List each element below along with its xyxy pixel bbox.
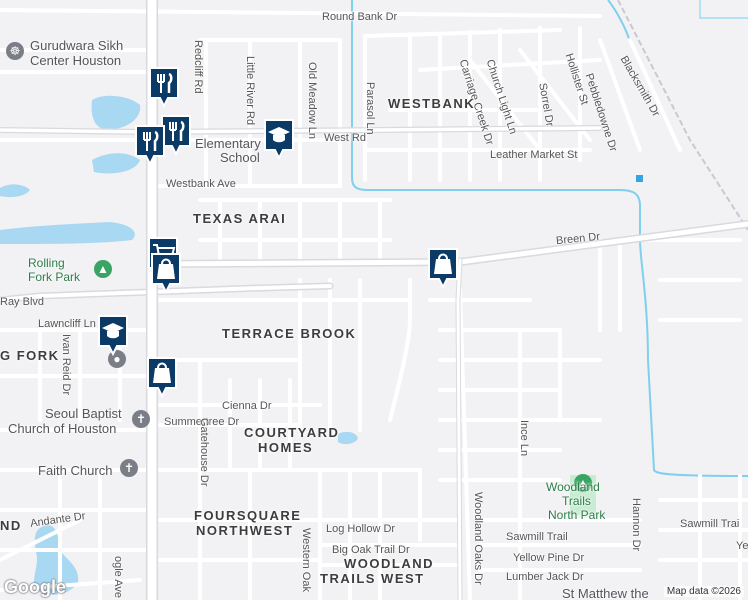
street-label-ray-blvd: Ray Blvd <box>0 296 45 308</box>
park-icon[interactable]: ▲ <box>94 260 112 278</box>
street-label-westbank-ave: Westbank Ave <box>166 178 236 190</box>
street-label-lawncliff: Lawncliff Ln <box>38 318 96 330</box>
poi-label-rolling-fork-line1[interactable]: Rolling <box>28 256 65 270</box>
poi-label-gurudwara-line1[interactable]: Gurudwara Sikh <box>30 38 124 53</box>
street-label-ince: Ince Ln <box>518 420 530 457</box>
neighborhood-label-westbank: WESTBANK <box>388 96 476 111</box>
poi-label-gurudwara-line2[interactable]: Center Houston <box>30 53 122 68</box>
poi-label-woodland-park-line2[interactable]: Trails <box>562 494 591 508</box>
poi-label-st-matthew[interactable]: St Matthew the <box>562 586 649 600</box>
transit-stop-marker <box>636 175 643 182</box>
pond-west-4 <box>0 222 135 244</box>
canal-north <box>607 0 631 43</box>
street-label-gatehouse: Gatehouse Dr <box>198 418 210 487</box>
pond-courtyard <box>338 431 358 445</box>
neighborhood-label-left-partial: ND <box>0 518 22 533</box>
google-logo[interactable]: Google <box>4 577 66 597</box>
neighborhood-label-woodland-line1: WOODLAND <box>344 556 434 571</box>
street-label-west-rd: West Rd <box>324 132 366 144</box>
place-of-worship-icon[interactable]: ☸ <box>6 42 24 60</box>
shopping-marker[interactable] <box>146 356 178 399</box>
street-label-western-oak: Western Oak <box>300 528 312 592</box>
neighborhood-label-woodland-line2: TRAILS WEST <box>320 571 425 586</box>
street-label-lumber-jack: Lumber Jack Dr <box>506 571 584 583</box>
pond-southwest <box>34 525 79 595</box>
canal-east <box>351 0 748 477</box>
poi-label-seoul-line1[interactable]: Seoul Baptist <box>45 406 122 421</box>
poi-label-seoul-line2[interactable]: Church of Houston <box>8 421 117 436</box>
park-icon[interactable]: ▲ <box>574 474 592 492</box>
poi-label-woodland-park-line1[interactable]: Woodland <box>546 480 600 494</box>
street-label-sawmill-trail: Sawmill Trail <box>506 531 568 543</box>
pond-west-2 <box>92 153 140 174</box>
street-label-yellow-pine: Yellow Pine Dr <box>513 552 585 564</box>
neighborhood-label-texas-arai: TEXAS ARAI <box>193 211 287 226</box>
street-label-parasol: Parasol Ln <box>364 82 376 135</box>
pond-west-3 <box>0 184 30 198</box>
school-marker[interactable] <box>263 118 295 161</box>
street-label-big-oak-trail: Big Oak Trail Dr <box>332 544 410 556</box>
street-label-round-bank: Round Bank Dr <box>322 11 398 23</box>
restaurant-marker[interactable] <box>148 66 180 109</box>
canal-right <box>699 0 748 19</box>
church-icon[interactable]: ✝ <box>132 410 150 428</box>
neighborhood-label-rolling-partial: G FORK <box>0 348 60 363</box>
neighborhood-label-terrace-brook: TERRACE BROOK <box>222 326 357 341</box>
street-label-leather-market: Leather Market St <box>490 149 578 161</box>
street-label-redcliff: Redcliff Rd <box>192 40 204 94</box>
street-label-ivan-reid: Ivan Reid Dr <box>60 334 72 396</box>
street-label-log-hollow: Log Hollow Dr <box>326 523 396 535</box>
poi-label-woodland-park-line3[interactable]: North Park <box>548 508 606 522</box>
neighborhood-label-courtyard-line1: COURTYARD <box>244 425 340 440</box>
shopping-marker[interactable] <box>150 252 182 295</box>
restaurant-icon <box>149 67 179 109</box>
street-label-sawmill-trail-right: Sawmill Trai <box>680 518 740 530</box>
poi-label-elementary-line2[interactable]: School <box>220 150 260 165</box>
restaurant-marker[interactable] <box>134 124 166 167</box>
street-label-little-river: Little River Rd <box>244 56 256 126</box>
school-icon <box>264 119 294 161</box>
railroad <box>617 0 748 231</box>
neighborhood-label-courtyard-line2: HOMES <box>258 440 314 455</box>
street-label-hannon: Hannon Dr <box>630 498 642 552</box>
school-icon <box>98 315 128 357</box>
street-label-summertree: Summertree Dr <box>164 416 240 428</box>
church-icon[interactable]: ✝ <box>120 459 138 477</box>
poi-label-faith-church[interactable]: Faith Church <box>38 463 113 478</box>
neighborhood-label-foursquare-line2: NORTHWEST <box>196 523 294 538</box>
shopping-bag-icon <box>428 248 458 290</box>
shopping-bag-icon <box>151 253 181 295</box>
map-attribution[interactable]: Map data ©2026 <box>663 586 744 597</box>
street-label-partial-bottom: ogle Ave <box>112 556 124 599</box>
street-label-woodland-oaks: Woodland Oaks Dr <box>472 492 484 585</box>
shopping-bag-icon <box>147 357 177 399</box>
restaurant-icon <box>135 125 165 167</box>
pond-west-1 <box>91 95 141 130</box>
street-label-partial-right: Ye <box>736 540 748 552</box>
neighborhood-label-foursquare-line1: FOURSQUARE <box>194 508 302 523</box>
street-label-cienna: Cienna Dr <box>222 400 272 412</box>
poi-label-rolling-fork-line2[interactable]: Fork Park <box>28 270 81 284</box>
shopping-marker[interactable] <box>427 247 459 290</box>
poi-label-elementary-line1[interactable]: Elementary <box>195 136 261 151</box>
street-label-old-meadow: Old Meadow Ln <box>306 62 318 140</box>
school-marker[interactable] <box>97 314 129 357</box>
